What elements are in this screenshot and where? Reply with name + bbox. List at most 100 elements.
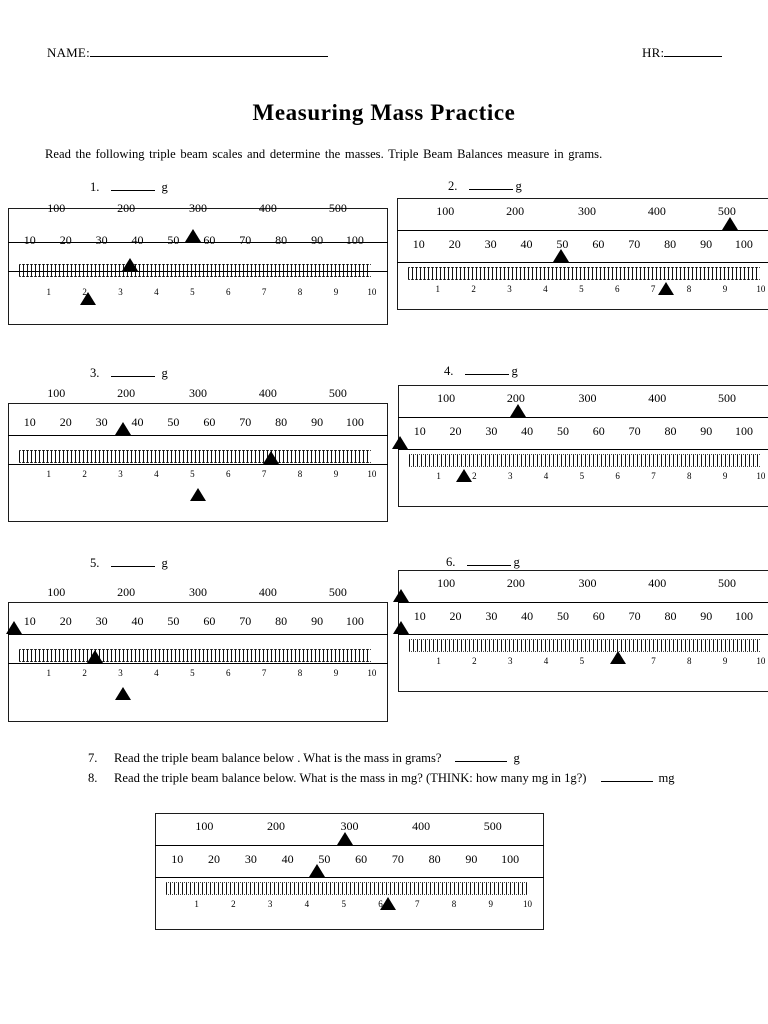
ones-beam-number: 9 <box>722 656 728 666</box>
rider-pointer-ones <box>658 282 674 295</box>
tens-beam-number: 20 <box>448 237 461 251</box>
hundreds-beam-number: 400 <box>648 576 667 590</box>
ones-beam-number: 8 <box>297 287 303 297</box>
ones-beam-number: 4 <box>154 287 159 297</box>
problem-number: 3. <box>90 366 100 380</box>
answer-blank-line <box>469 177 514 190</box>
ones-beam-number: 8 <box>686 284 692 294</box>
ones-beam-number: 10 <box>756 284 766 294</box>
beam-separator-line <box>397 262 768 263</box>
tens-beam-number: 100 <box>734 609 753 623</box>
tens-beam-number: 10 <box>413 609 426 623</box>
ones-beam-number: 1 <box>436 471 441 481</box>
question-text: Read the triple beam balance below . Wha… <box>114 751 442 765</box>
tens-beam-number: 20 <box>208 852 221 866</box>
ones-beam-number: 2 <box>82 668 87 678</box>
tens-beam-number: 60 <box>355 852 368 866</box>
tens-beam-number: 50 <box>556 609 569 623</box>
page-title: Measuring Mass Practice <box>252 100 516 125</box>
beam-separator-line <box>155 877 544 878</box>
ones-beam-number: 10 <box>367 287 377 297</box>
tens-beam-number: 60 <box>203 614 216 628</box>
hundreds-beam-number: 100 <box>437 391 456 405</box>
tens-beam-number: 50 <box>556 237 569 251</box>
ones-beam-number: 6 <box>225 469 231 479</box>
ones-beam-number: 9 <box>333 469 339 479</box>
problem-6-label: 6.g <box>446 553 520 570</box>
hundreds-beam-number: 400 <box>258 386 277 400</box>
ones-beam-number: 4 <box>154 469 159 479</box>
unit-label: mg <box>658 771 675 785</box>
tens-beam-number: 10 <box>413 424 426 438</box>
hundreds-beam-number: 100 <box>437 576 456 590</box>
hr-field-row: HR: <box>642 44 723 61</box>
ones-beam-number: 10 <box>756 656 766 666</box>
hundreds-beam-number: 200 <box>117 201 136 215</box>
rider-pointer-ticks <box>87 650 104 663</box>
ones-beam-number: 4 <box>543 656 549 666</box>
question-7: 7.Read the triple beam balance below . W… <box>88 748 675 768</box>
ones-beam-number: 1 <box>194 899 199 909</box>
ticks-strip <box>166 882 527 895</box>
tens-beam-number: 30 <box>95 415 108 429</box>
tens-beam-number: 90 <box>700 237 713 251</box>
ones-beam-number: 7 <box>261 668 267 678</box>
answer-blank-line <box>111 364 156 377</box>
ones-beam-number: 2 <box>472 656 477 666</box>
hundreds-beam-number: 300 <box>189 585 207 599</box>
tens-beam-number: 80 <box>664 237 677 251</box>
tens-beam-number: 40 <box>520 237 533 251</box>
beam-separator-line <box>398 602 768 603</box>
ones-beam-number: 10 <box>367 469 377 479</box>
unit-label: g <box>515 179 522 193</box>
tens-beam-number: 90 <box>700 424 713 438</box>
ticks-strip <box>19 649 371 662</box>
ones-beam-number: 7 <box>414 899 420 909</box>
tens-beam-number: 100 <box>345 614 364 628</box>
hundreds-beam-number: 500 <box>483 819 502 833</box>
ones-beam-number: 3 <box>118 668 123 678</box>
tens-beam-number: 10 <box>171 852 184 866</box>
problem-number: 5. <box>90 556 100 570</box>
tens-beam-number: 30 <box>484 237 497 251</box>
problem-number: 1. <box>90 180 100 194</box>
ones-beam-number: 8 <box>687 656 692 666</box>
ticks-strip <box>409 639 760 652</box>
tens-beam-number: 90 <box>311 415 324 429</box>
hundreds-beam-number: 100 <box>195 819 214 833</box>
tens-beam-number: 30 <box>95 614 108 628</box>
rider-pointer-ones <box>190 488 206 501</box>
ones-beam-number: 3 <box>118 469 123 479</box>
beam-separator-line <box>8 271 388 272</box>
tens-beam-number: 100 <box>501 852 520 866</box>
tens-beam-number: 50 <box>167 614 180 628</box>
tens-beam-number: 100 <box>345 233 364 247</box>
tens-beam-number: 10 <box>23 614 36 628</box>
ones-beam-number: 2 <box>82 469 87 479</box>
ticks-strip <box>19 264 371 277</box>
ones-beam-number: 4 <box>543 284 548 294</box>
tens-beam-number: 20 <box>59 233 72 247</box>
tens-beam-number: 60 <box>592 237 605 251</box>
problem-3-label: 3.g <box>90 364 168 381</box>
question-number: 8. <box>88 771 98 785</box>
rider-pointer-tens <box>391 436 408 449</box>
ones-beam-number: 9 <box>333 668 339 678</box>
ones-beam-number: 7 <box>650 284 656 294</box>
hundreds-beam-number: 400 <box>258 585 277 599</box>
ones-beam-number: 5 <box>341 899 346 909</box>
tens-beam-number: 50 <box>167 233 180 247</box>
ones-beam-number: 6 <box>225 287 231 297</box>
rider-pointer-hundreds <box>392 589 409 602</box>
ones-beam-number: 8 <box>451 899 457 909</box>
questions-block: 7.Read the triple beam balance below . W… <box>88 748 675 788</box>
